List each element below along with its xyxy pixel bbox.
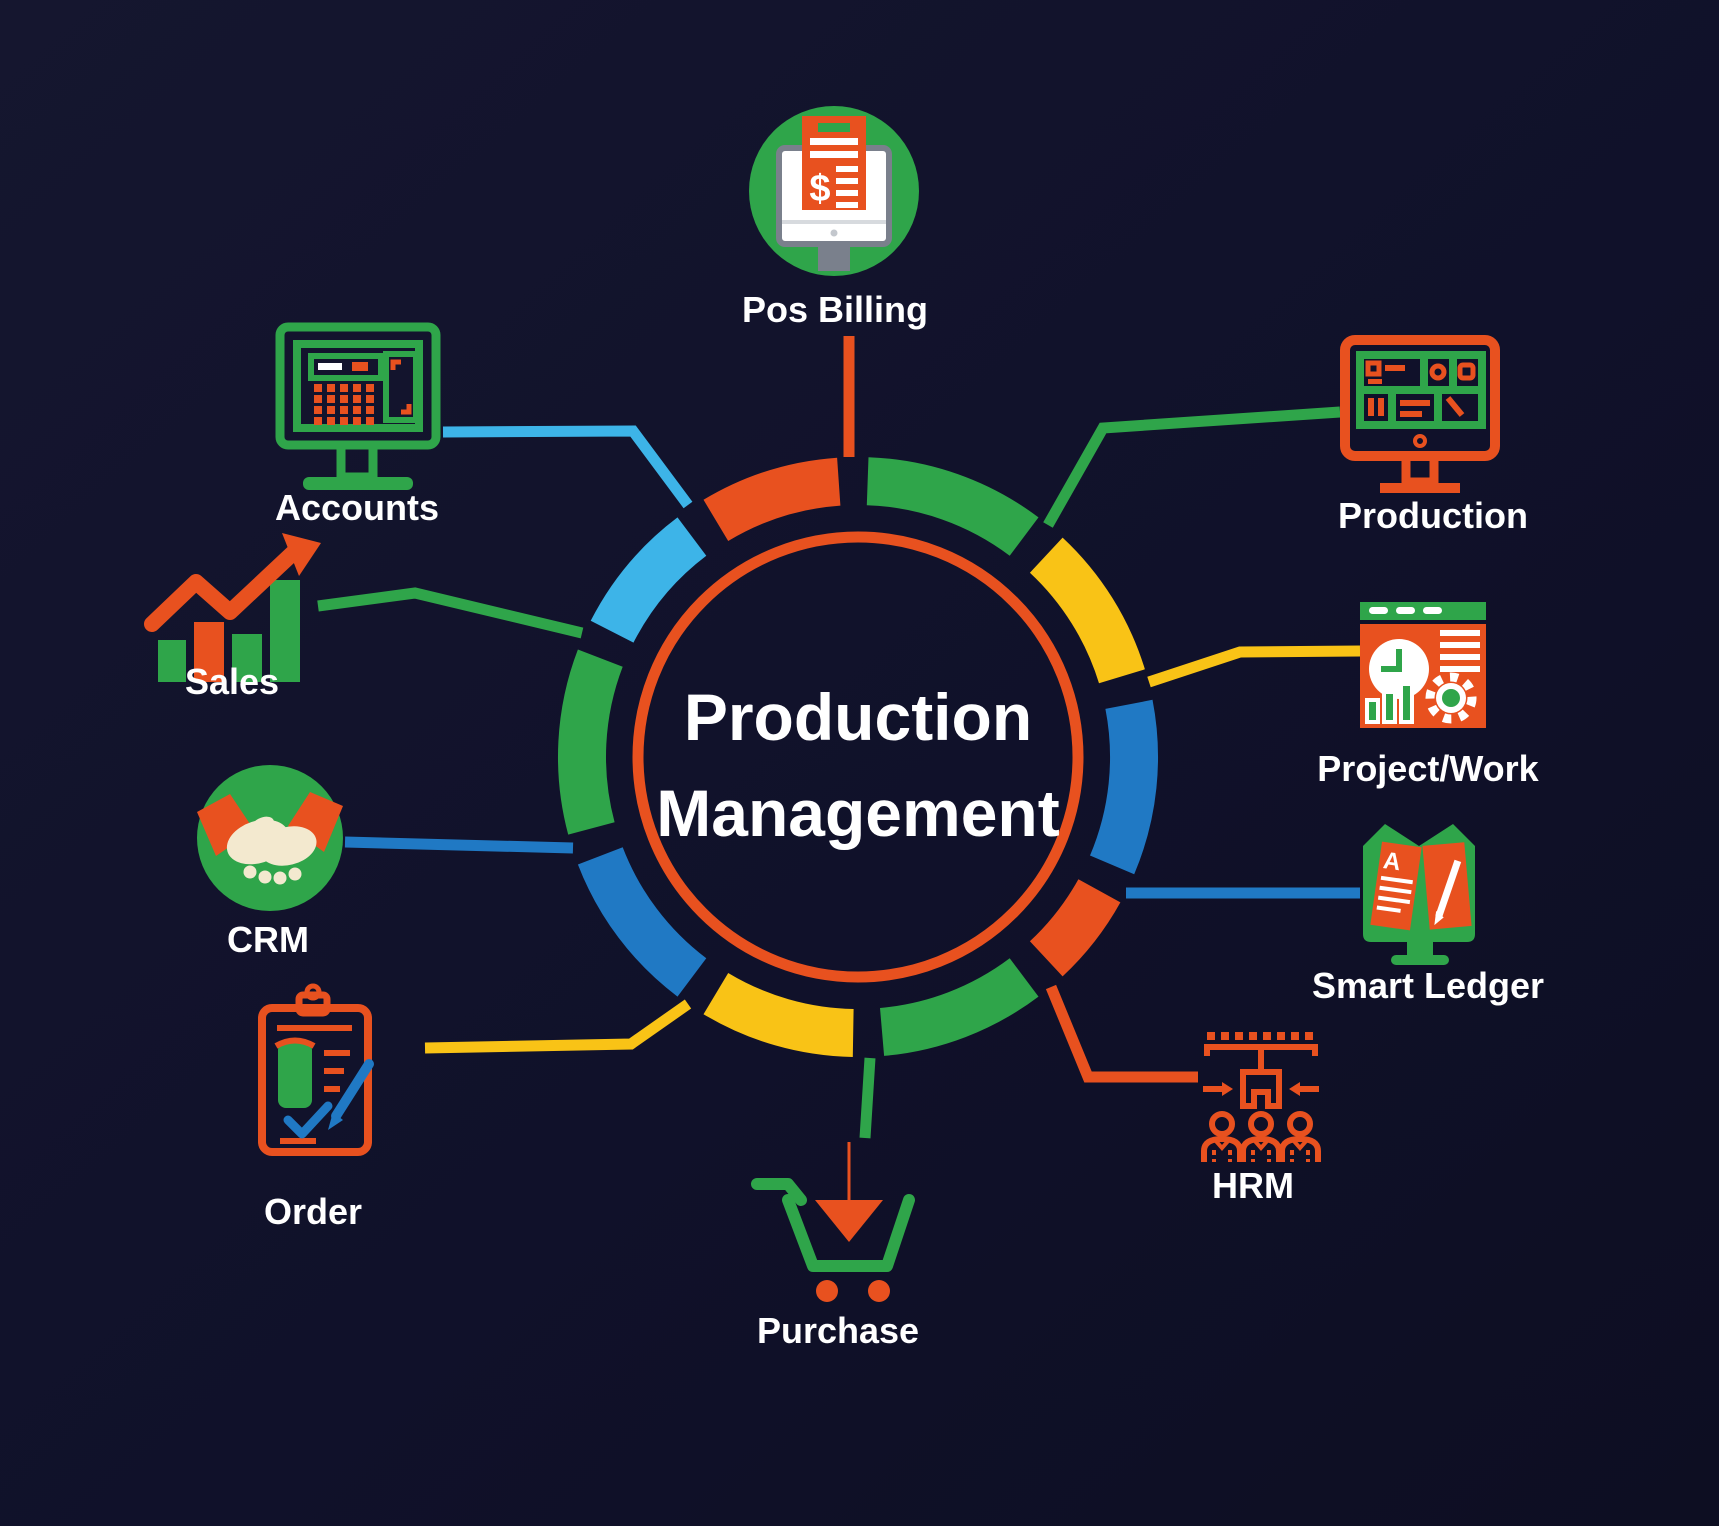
center-title-line1: Production <box>684 680 1032 754</box>
checkmark-icon <box>283 1101 333 1139</box>
growth-chart-icon <box>144 533 321 682</box>
dollar-glyph: $ <box>809 168 830 210</box>
down-arrow-icon <box>815 1200 883 1242</box>
ring-segment-orange <box>1029 879 1121 977</box>
spoke-crm <box>344 836 574 854</box>
ring-segment-green <box>557 649 623 835</box>
clipboard-checklist-icon <box>258 983 374 1156</box>
ring-segment-green <box>880 958 1039 1056</box>
ring-segment-yellow <box>703 973 854 1057</box>
label-crm: CRM <box>227 919 309 960</box>
pen-icon <box>1435 859 1462 918</box>
ledger-letter: A <box>1382 847 1403 876</box>
trend-arrowhead-icon <box>282 533 321 576</box>
ring-segment-blue <box>577 847 707 997</box>
label-order: Order <box>264 1191 362 1232</box>
pen-icon <box>331 1059 374 1121</box>
gear-icon <box>1425 672 1477 724</box>
label-smart-ledger: Smart Ledger <box>1312 965 1544 1006</box>
spoke-order <box>424 999 692 1054</box>
module-ring <box>557 457 1159 1057</box>
ring-segment-yellow <box>1029 537 1145 684</box>
label-production: Production <box>1338 495 1528 536</box>
shopping-cart-icon <box>751 1142 915 1302</box>
center-circle <box>632 531 1084 983</box>
spoke-project-work <box>1147 645 1361 688</box>
label-accounts: Accounts <box>275 487 439 528</box>
ring-segment-sky <box>590 517 707 643</box>
spoke-purchase <box>859 1057 876 1139</box>
spoke-hrm <box>1045 984 1198 1083</box>
spokes <box>317 336 1361 1139</box>
calculator-monitor-icon <box>275 322 441 490</box>
spoke-accounts <box>442 425 693 509</box>
spoke-production <box>1043 406 1341 528</box>
ring-segment-green <box>866 457 1039 556</box>
label-purchase: Purchase <box>757 1310 919 1351</box>
ring-segment-blue <box>1090 699 1159 875</box>
project-dashboard-icon <box>1360 602 1486 728</box>
production-monitor-icon <box>1340 335 1500 493</box>
pos-terminal-icon: $ <box>749 106 919 276</box>
label-sales: Sales <box>185 661 279 702</box>
label-pos-billing: Pos Billing <box>742 289 928 330</box>
ledger-book-icon: A <box>1363 824 1475 965</box>
ring-segment-orange <box>703 457 841 541</box>
spoke-sales <box>317 587 584 639</box>
label-hrm: HRM <box>1212 1165 1294 1206</box>
org-chart-people-icon <box>1201 1032 1321 1162</box>
handshake-icon <box>197 765 343 911</box>
label-project-work: Project/Work <box>1317 748 1539 789</box>
center-title-line2: Management <box>656 776 1059 850</box>
